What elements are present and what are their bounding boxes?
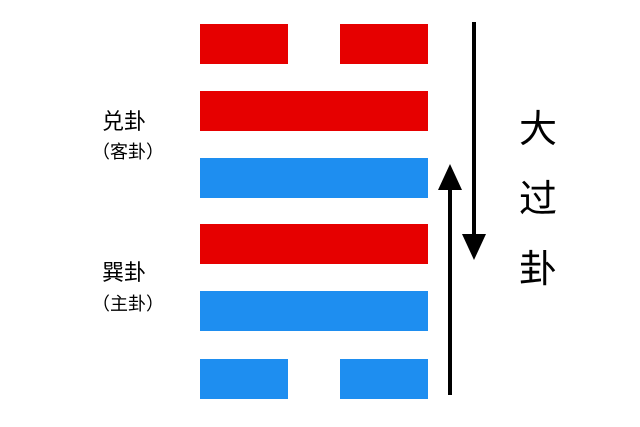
upper-trigram-name: 兑卦 [102, 110, 147, 135]
upper-trigram-role: （客卦） [92, 142, 164, 163]
hexagram-line-1-left-segment [200, 24, 288, 64]
hexagram-line-2-solid [200, 91, 428, 131]
hexagram-line-5-solid [200, 291, 428, 331]
hexagram-line-4-solid [200, 224, 428, 264]
hexagram-line-6-right-segment [340, 359, 428, 399]
hexagram-line-6-left-segment [200, 359, 288, 399]
hexagram-line-1-right-segment [340, 24, 428, 64]
hexagram-title-char-1: 大 [519, 107, 558, 151]
hexagram-title-char-3: 卦 [519, 247, 558, 291]
up-arrow-icon [438, 164, 462, 395]
hexagram-title-char-2: 过 [519, 177, 558, 221]
lower-trigram-role: （主卦） [92, 294, 164, 315]
hexagram-line-3-solid [200, 158, 428, 198]
lower-trigram-name: 巽卦 [102, 261, 147, 286]
down-arrow-icon [462, 22, 486, 260]
